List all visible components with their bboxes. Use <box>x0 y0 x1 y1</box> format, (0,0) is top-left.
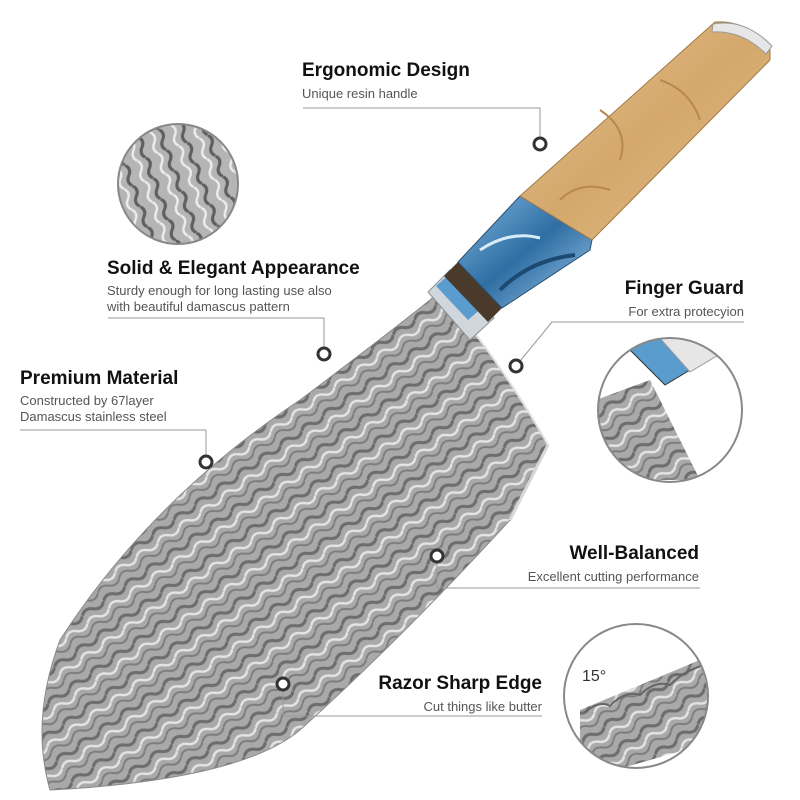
feature-desc-line2: Damascus stainless steel <box>20 409 167 424</box>
feature-title: Finger Guard <box>624 278 744 299</box>
marker-dot <box>429 548 445 564</box>
feature-desc-line1: Constructed by 67layer <box>20 393 154 408</box>
feature-appearance: Solid & Elegant Appearance Sturdy enough… <box>107 258 360 315</box>
marker-dot <box>532 136 548 152</box>
feature-title: Solid & Elegant Appearance <box>107 258 360 279</box>
knife-handle-wood <box>519 21 773 241</box>
knife-bolster <box>427 262 502 341</box>
marker-dot <box>316 346 332 362</box>
feature-material: Premium Material Constructed by 67layer … <box>20 368 178 425</box>
razor-edge-inset <box>563 623 709 769</box>
marker-dot <box>508 358 524 374</box>
feature-desc: For extra protecyion <box>628 304 744 319</box>
feature-desc: Unique resin handle <box>302 86 418 101</box>
marker-dot <box>198 454 214 470</box>
feature-desc-line1: Sturdy enough for long lasting use also <box>107 283 332 298</box>
feature-desc: Cut things like butter <box>423 699 542 714</box>
feature-title: Razor Sharp Edge <box>378 673 542 694</box>
damascus-texture-inset <box>117 123 239 245</box>
feature-balanced: Well-Balanced Excellent cutting performa… <box>528 543 699 585</box>
marker-dots <box>198 136 548 692</box>
knife-blade <box>41 289 550 791</box>
marker-dot <box>275 676 291 692</box>
feature-ergonomic: Ergonomic Design Unique resin handle <box>302 60 470 102</box>
feature-razor: Razor Sharp Edge Cut things like butter <box>378 673 542 715</box>
feature-desc-line2: with beautiful damascus pattern <box>107 299 290 314</box>
finger-guard-inset <box>597 337 743 483</box>
feature-title: Premium Material <box>20 368 179 389</box>
feature-title: Ergonomic Design <box>302 60 470 81</box>
edge-angle-label: 15° <box>582 668 607 685</box>
leader-lines <box>20 107 744 717</box>
knife-handle-resin <box>457 195 593 309</box>
feature-desc: Excellent cutting performance <box>527 569 699 584</box>
feature-finger-guard: Finger Guard For extra protecyion <box>625 278 744 320</box>
feature-title: Well-Balanced <box>569 543 699 564</box>
